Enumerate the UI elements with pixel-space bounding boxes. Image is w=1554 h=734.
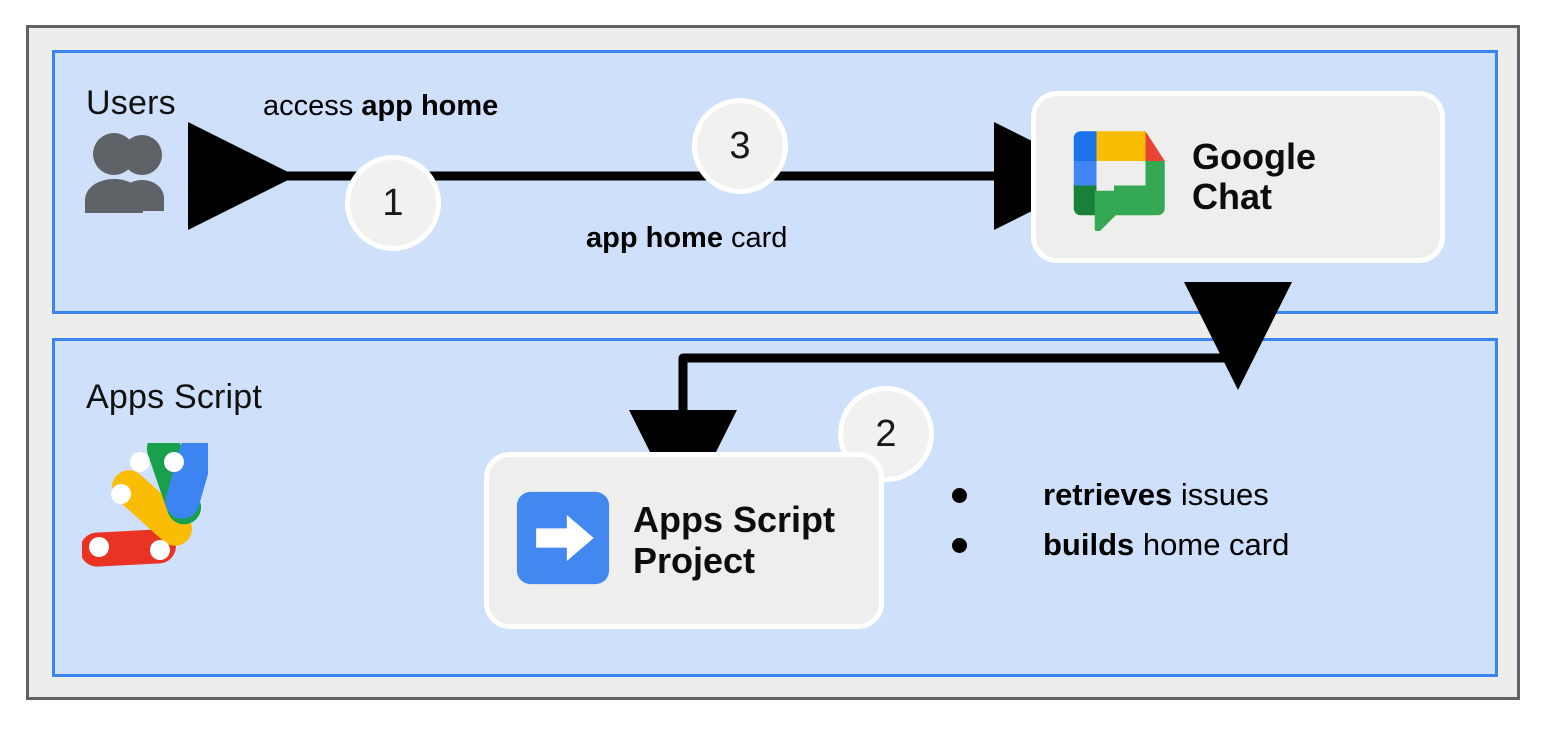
lane-users-title: Users bbox=[86, 84, 176, 122]
edge-label-access-bold: app home bbox=[361, 90, 499, 122]
edge-label-access-app-home: access app home bbox=[263, 90, 498, 123]
bullet-text-0: retrieves issues bbox=[1043, 477, 1269, 513]
bullet-bold-0: retrieves bbox=[1043, 477, 1173, 512]
list-item: builds home card bbox=[952, 520, 1422, 570]
step-badge-1-label: 1 bbox=[382, 181, 404, 224]
users-icon bbox=[78, 133, 182, 213]
step-badge-1: 1 bbox=[345, 155, 441, 251]
step-badge-3-label: 3 bbox=[729, 124, 751, 167]
bullet-rest-1: home card bbox=[1134, 527, 1290, 562]
card-google-chat-title: Google Chat bbox=[1192, 135, 1316, 217]
bullet-rest-0: issues bbox=[1172, 477, 1269, 512]
list-item: retrieves issues bbox=[952, 470, 1422, 520]
lane-apps-script-title: Apps Script bbox=[86, 378, 263, 416]
google-chat-logo-icon bbox=[1058, 119, 1170, 236]
apps-script-actions-list: retrieves issues builds home card bbox=[952, 470, 1422, 570]
bullet-dot-icon bbox=[952, 487, 967, 503]
bullet-dot-icon bbox=[952, 537, 967, 553]
edge-label-app-home-card: app home card bbox=[586, 222, 787, 255]
card-apps-script-project[interactable]: Apps Script Project bbox=[484, 452, 884, 629]
edge-label-card-bold: app home bbox=[586, 222, 723, 254]
apps-script-logo-icon bbox=[80, 417, 219, 569]
bullet-bold-1: builds bbox=[1043, 527, 1135, 562]
bullet-text-1: builds home card bbox=[1043, 527, 1289, 563]
edge-label-access-prefix: access bbox=[263, 90, 362, 122]
card-apps-script-project-title: Apps Script Project bbox=[633, 499, 836, 581]
step-badge-3: 3 bbox=[692, 98, 788, 194]
step-badge-2-label: 2 bbox=[875, 412, 897, 455]
edge-label-card-suffix: card bbox=[722, 222, 788, 254]
apps-script-project-icon bbox=[515, 490, 611, 591]
card-google-chat[interactable]: Google Chat bbox=[1031, 91, 1445, 263]
